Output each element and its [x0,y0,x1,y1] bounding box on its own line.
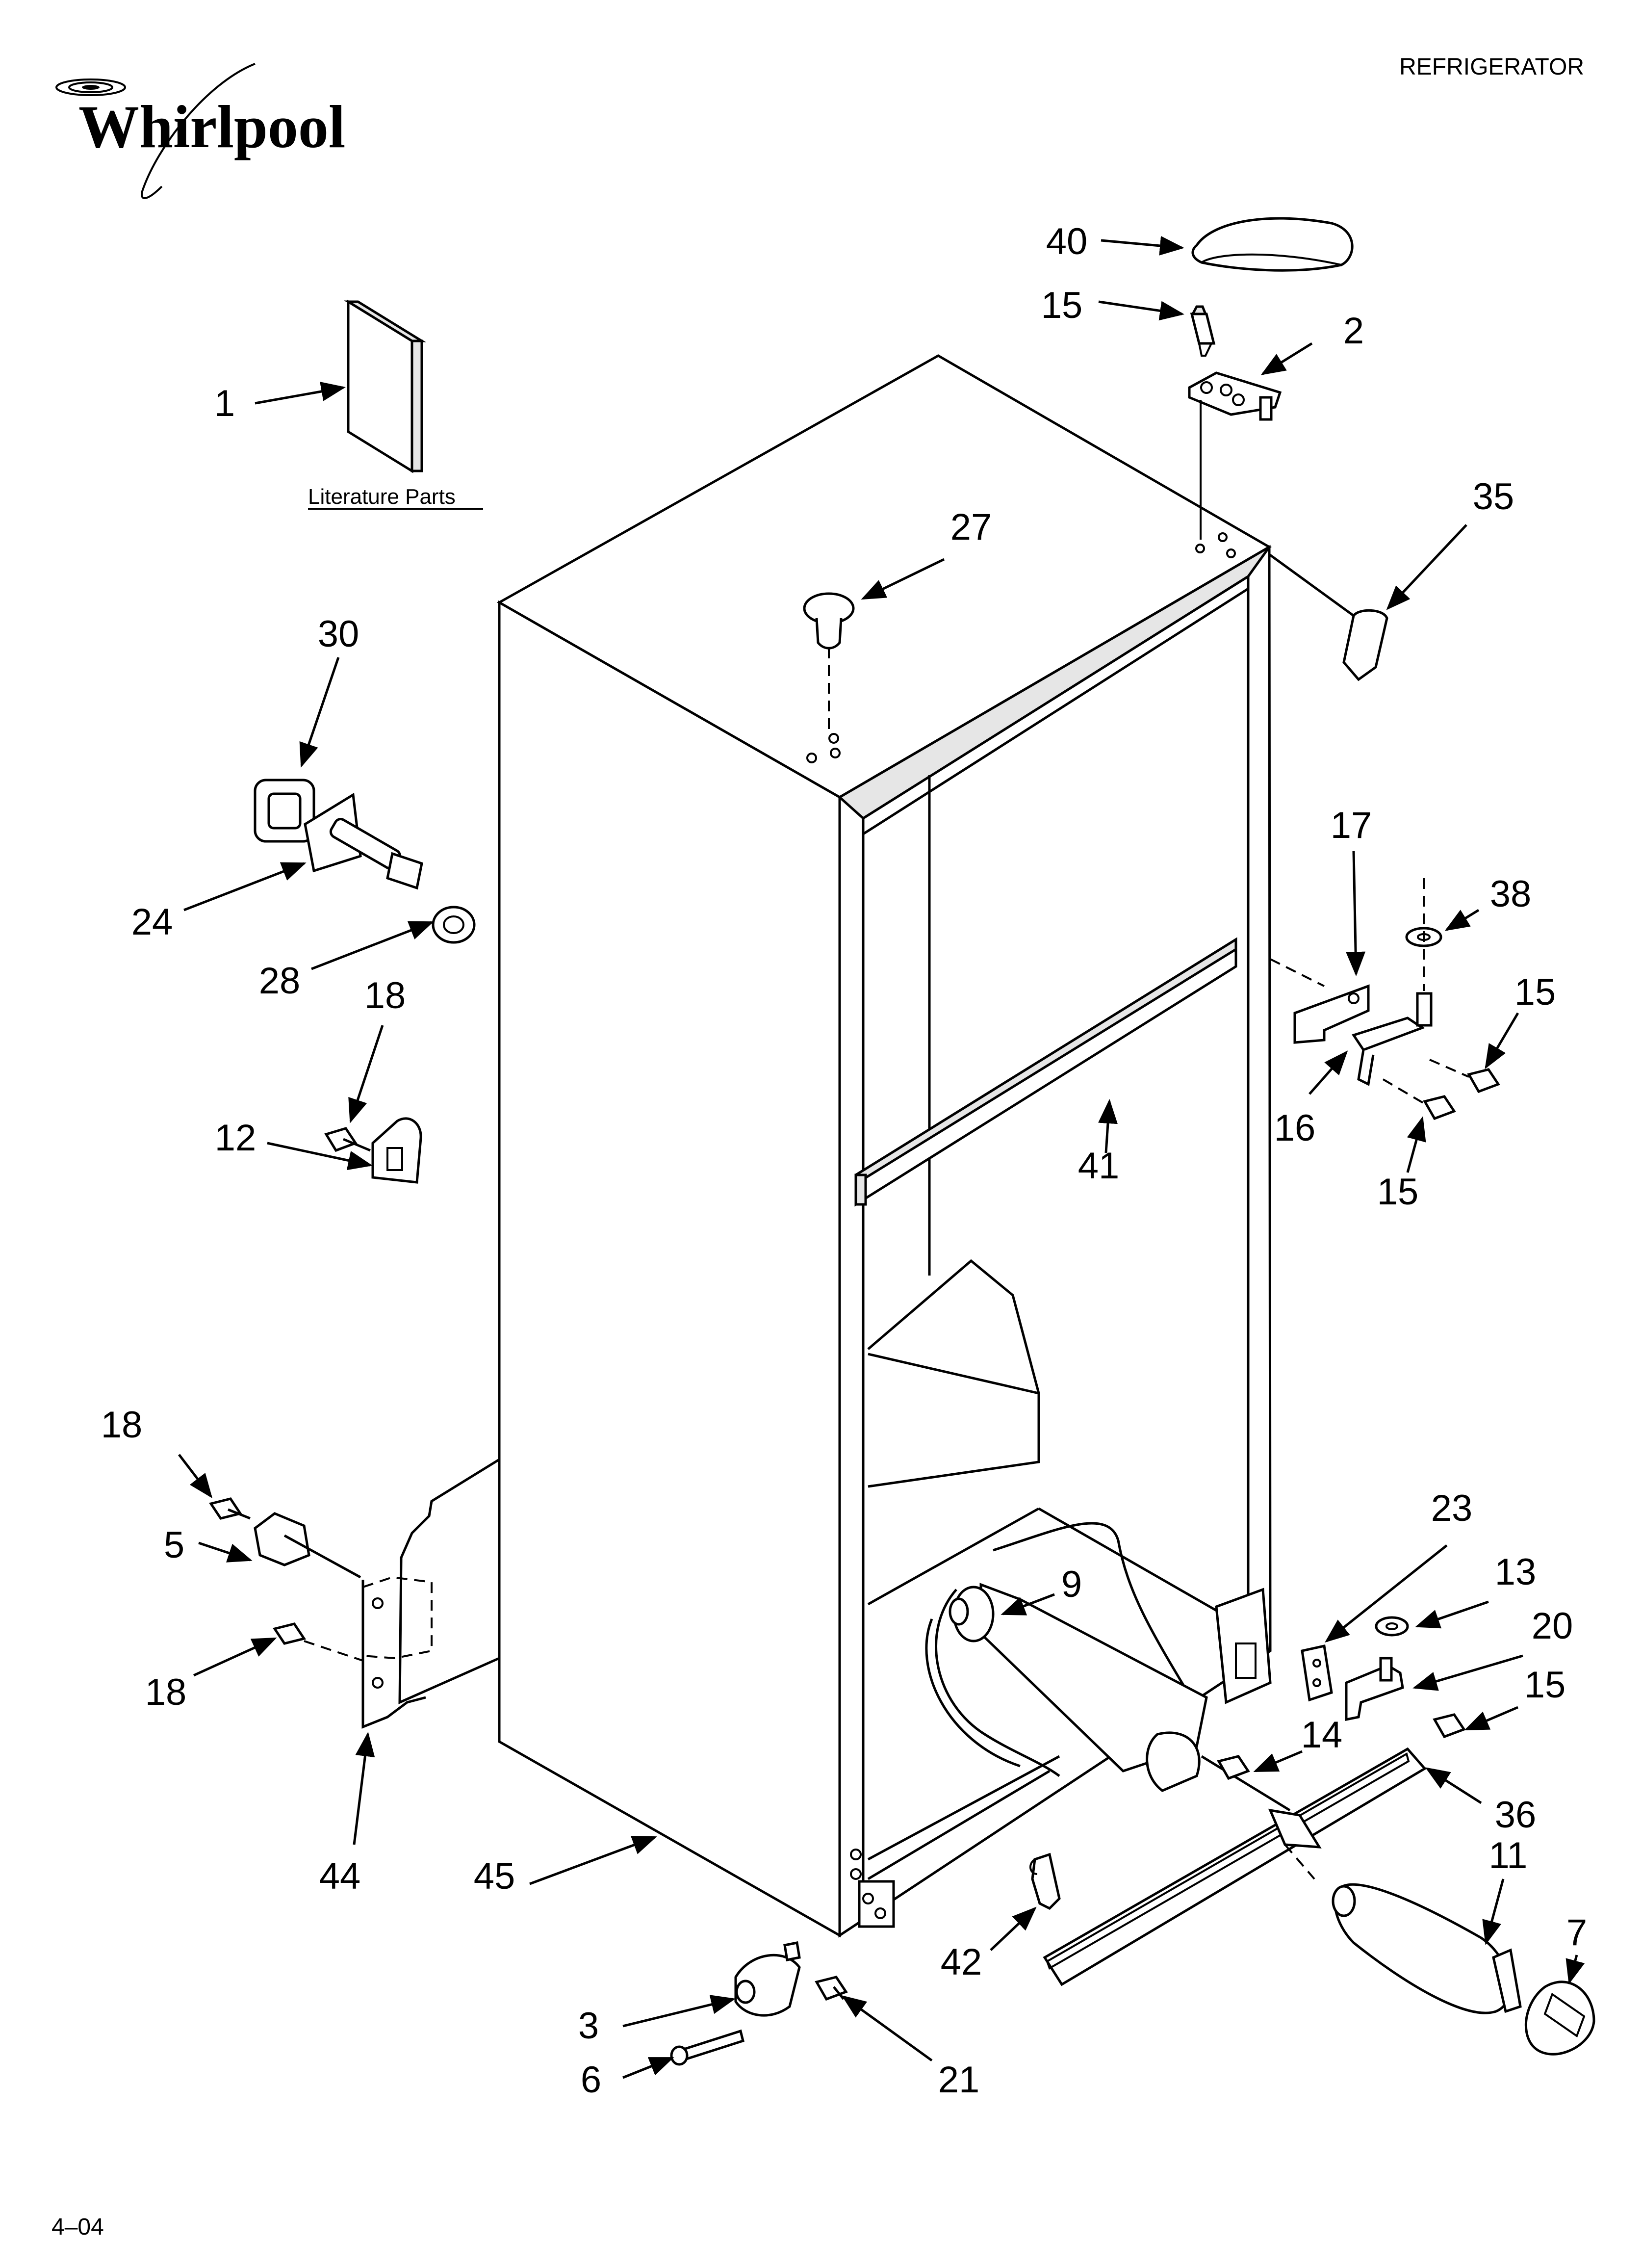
hinge-pin-cap [1268,553,1388,681]
callout-15-top: 15 [1041,285,1083,326]
callout-14: 14 [1301,1714,1343,1756]
callout-18-upper: 18 [364,975,406,1017]
revision-code: 4–04 [51,2214,104,2240]
logo-wordmark: Whirlpool [78,93,345,160]
cabinet-plug [803,592,855,731]
back-bracket-group [208,1497,433,1729]
callout-7: 7 [1566,1912,1587,1954]
callout-24: 24 [131,901,173,943]
callout-1: 1 [214,383,235,424]
leveling-hardware [670,1941,848,2066]
callout-5: 5 [164,1524,184,1566]
callout-44: 44 [319,1855,361,1897]
divider-rail [854,937,1237,1207]
callout-12: 12 [215,1117,257,1159]
top-hinge [1188,305,1282,540]
callout-numbers: 1 2 40 15 27 35 30 24 28 18 12 17 38 15 … [101,221,1587,2101]
callout-23: 23 [1431,1487,1473,1529]
callout-20: 20 [1532,1605,1573,1647]
callout-2: 2 [1343,310,1364,352]
side-bracket-group [324,1117,422,1184]
callout-17: 17 [1331,805,1372,846]
leader-lines [178,236,1585,2079]
callout-35: 35 [1473,476,1514,518]
callout-15-hinge-lower: 15 [1377,1171,1419,1213]
literature-parts-label: Literature Parts [308,485,456,509]
callout-42: 42 [941,1941,982,1983]
callout-27: 27 [950,506,992,548]
callout-11: 11 [1489,1835,1528,1877]
callout-21: 21 [938,2059,980,2101]
callout-45: 45 [474,1855,515,1897]
callout-40: 40 [1046,221,1088,262]
callout-15-bottom: 15 [1524,1664,1566,1706]
callout-18-back-top: 18 [101,1404,143,1446]
refrigerator-cabinet [398,354,1272,1938]
center-hinge-group [1270,878,1500,1121]
clip [1029,1852,1061,1910]
callout-16: 16 [1274,1107,1316,1149]
category-label: REFRIGERATOR [1399,54,1584,80]
callout-36: 36 [1495,1794,1537,1836]
control-knob-group [254,779,476,944]
water-filter-assembly [925,1522,1595,2056]
callout-38: 38 [1490,873,1532,915]
hinge-cover [1191,217,1354,272]
callout-41: 41 [1078,1145,1120,1187]
whirlpool-logo: Whirlpool [55,63,345,199]
callout-9: 9 [1061,1564,1082,1605]
callout-6: 6 [581,2059,601,2101]
callout-28: 28 [259,960,301,1002]
callout-13: 13 [1495,1551,1537,1593]
callout-3: 3 [578,2005,599,2047]
literature-booklet [344,299,426,473]
callout-15-hinge: 15 [1514,971,1556,1013]
callout-30: 30 [318,613,359,655]
callout-18-back-bottom: 18 [145,1671,187,1713]
